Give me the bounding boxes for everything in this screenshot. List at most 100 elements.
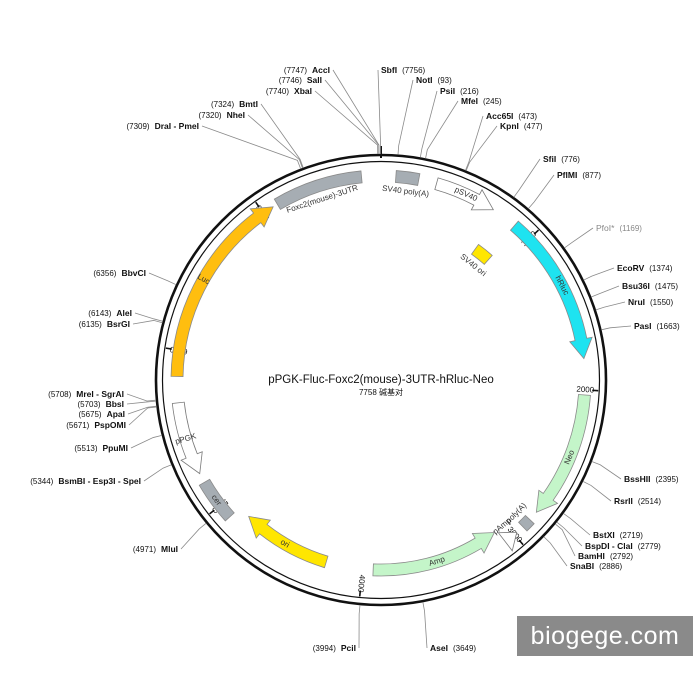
site-label: (6356)BbvCI — [93, 268, 146, 278]
site-label: BamHI(2792) — [578, 551, 633, 561]
site-sbfi[interactable]: SbfI(7756) — [377, 65, 426, 155]
site-kpni[interactable]: KpnI(477) — [465, 121, 543, 171]
site-label: SfiI(776) — [543, 154, 580, 164]
site-bstxi[interactable]: BstXI(2719) — [563, 513, 643, 540]
site-pflmi[interactable]: PflMI(877) — [528, 170, 601, 209]
site-label: (3994)PciI — [313, 643, 356, 653]
site-position: (7746) — [279, 76, 302, 85]
site-label: SnaBI(2886) — [570, 561, 623, 571]
site-leader-line — [554, 523, 576, 557]
site-name: PasI — [634, 321, 652, 331]
site-leader-line — [543, 536, 568, 567]
site-position: (477) — [524, 122, 543, 131]
site-bbsi[interactable]: (5703)BbsI — [77, 399, 157, 409]
site-label: BstXI(2719) — [593, 530, 643, 540]
site-bmti[interactable]: (7324)BmtI — [211, 99, 304, 168]
site-name: BspDI - ClaI — [585, 541, 633, 551]
site-position: (5513) — [74, 444, 97, 453]
site-leader-line — [247, 114, 303, 169]
site-leader-line — [358, 604, 361, 649]
site-leader-line — [591, 461, 622, 480]
site-ecorv[interactable]: EcoRV(1374) — [583, 263, 673, 281]
site-bsshii[interactable]: BssHII (2395) — [591, 461, 679, 484]
feature-shape — [470, 243, 493, 265]
site-label: (6143)AleI — [88, 308, 132, 318]
site-mrei-sgrai[interactable]: (5708)MreI - SgrAI — [48, 389, 156, 402]
site-label: PsiI(216) — [440, 86, 479, 96]
site-bspdi-clai[interactable]: BspDI - ClaI(2779) — [556, 521, 661, 551]
site-bamhi[interactable]: BamHI(2792) — [554, 523, 633, 561]
site-psii[interactable]: PsiI(216) — [419, 86, 479, 158]
site-sali[interactable]: (7746)SalI — [279, 75, 380, 155]
site-mfei[interactable]: MfeI(245) — [425, 96, 502, 159]
site-name: BssHII — [624, 474, 650, 484]
site-leader-line — [556, 521, 583, 547]
site-position: (5675) — [78, 410, 101, 419]
site-position: (5708) — [48, 390, 71, 399]
feature-ori[interactable]: ori — [248, 515, 329, 569]
feature-neo[interactable]: Neo — [535, 394, 591, 513]
site-ppumi[interactable]: (5513) PpuMI — [74, 434, 162, 453]
feature-ppgk[interactable]: pPGK — [171, 401, 203, 475]
feature-shape — [248, 515, 329, 569]
site-apai[interactable]: (5675)ApaI — [78, 405, 157, 419]
site-position: (7740) — [266, 87, 289, 96]
site-bsrgi[interactable]: (6135)BsrGI — [79, 319, 163, 329]
site-snabi[interactable]: SnaBI(2886) — [543, 536, 623, 571]
site-pasi[interactable]: PasI(1663) — [601, 321, 680, 331]
site-leader-line — [595, 301, 626, 311]
site-label: KpnI(477) — [500, 121, 543, 131]
site-alei[interactable]: (6143)AleI — [88, 308, 163, 322]
feature-label: SV40 poly(A) — [382, 184, 430, 199]
site-leader-line — [314, 90, 379, 155]
site-name: AleI — [116, 308, 132, 318]
site-name: SfiI — [543, 154, 556, 164]
tick-mark — [533, 229, 540, 235]
feature-psv40[interactable]: pSV40 — [434, 177, 495, 211]
site-pspomi[interactable]: (5671)PspOMI — [66, 406, 157, 430]
site-name: PsiI — [440, 86, 455, 96]
site-mlui[interactable]: (4971)MluI — [133, 522, 207, 554]
feature-sv40-poly-a[interactable]: SV40 poly(A) — [382, 170, 430, 199]
site-nrui[interactable]: NruI(1550) — [595, 297, 674, 311]
site-label: SbfI(7756) — [381, 65, 426, 75]
site-label: NruI(1550) — [628, 297, 673, 307]
site-sfii[interactable]: SfiI(776) — [513, 154, 580, 198]
site-leader-line — [563, 513, 591, 536]
site-bbvci[interactable]: (6356)BbvCI — [93, 268, 177, 286]
feature-label: ori — [279, 537, 291, 549]
site-name: PpuMI — [103, 443, 129, 453]
site-label: PasI(1663) — [634, 321, 680, 331]
tick-label: 4000 — [356, 574, 367, 593]
site-name: Bsu36I — [622, 281, 650, 291]
site-position: (6356) — [93, 269, 116, 278]
feature-luc[interactable]: Luc — [170, 206, 274, 377]
watermark: biogege.com — [517, 616, 693, 656]
site-position: (2395) — [655, 475, 678, 484]
site-bsmbi-esp3i-spei[interactable]: (5344)BsmBI - Esp3I - SpeI — [30, 464, 172, 486]
site-label: AseI(3649) — [430, 643, 476, 653]
site-name: DraI - PmeI — [155, 121, 199, 131]
site-leader-line — [591, 285, 620, 298]
site-rsrii[interactable]: RsrII(2514) — [582, 481, 661, 506]
site-noti[interactable]: NotI(93) — [397, 75, 452, 155]
feature-sv40-ori[interactable]: SV40 ori — [458, 243, 493, 278]
site-position: (2792) — [610, 552, 633, 561]
site-label: PflMI(877) — [557, 170, 601, 180]
site-nhei[interactable]: (7320)NheI — [198, 110, 303, 169]
site-name: BsrGI — [107, 319, 130, 329]
site-bsu36i[interactable]: Bsu36I(1475) — [591, 281, 678, 298]
site-pfoi[interactable]: PfoI*(1169) — [564, 223, 642, 249]
site-asei[interactable]: AseI(3649) — [422, 602, 477, 653]
site-leader-line — [582, 481, 612, 502]
site-acc65i[interactable]: Acc65I(473) — [465, 111, 537, 171]
feature-cer[interactable]: cer — [198, 478, 235, 522]
feature-amp[interactable]: Amp — [372, 532, 495, 577]
site-pcii[interactable]: (3994)PciI — [313, 604, 361, 653]
site-drai-pmei[interactable]: (7309)DraI - PmeI — [126, 121, 301, 169]
feature-shape — [171, 401, 203, 475]
site-name: BmtI — [239, 99, 258, 109]
site-xbai[interactable]: (7740)XbaI — [266, 86, 379, 155]
site-label: (7740)XbaI — [266, 86, 312, 96]
feature-foxc2-mouse-3utr[interactable]: Foxc2(mouse)-3UTR — [273, 170, 363, 215]
